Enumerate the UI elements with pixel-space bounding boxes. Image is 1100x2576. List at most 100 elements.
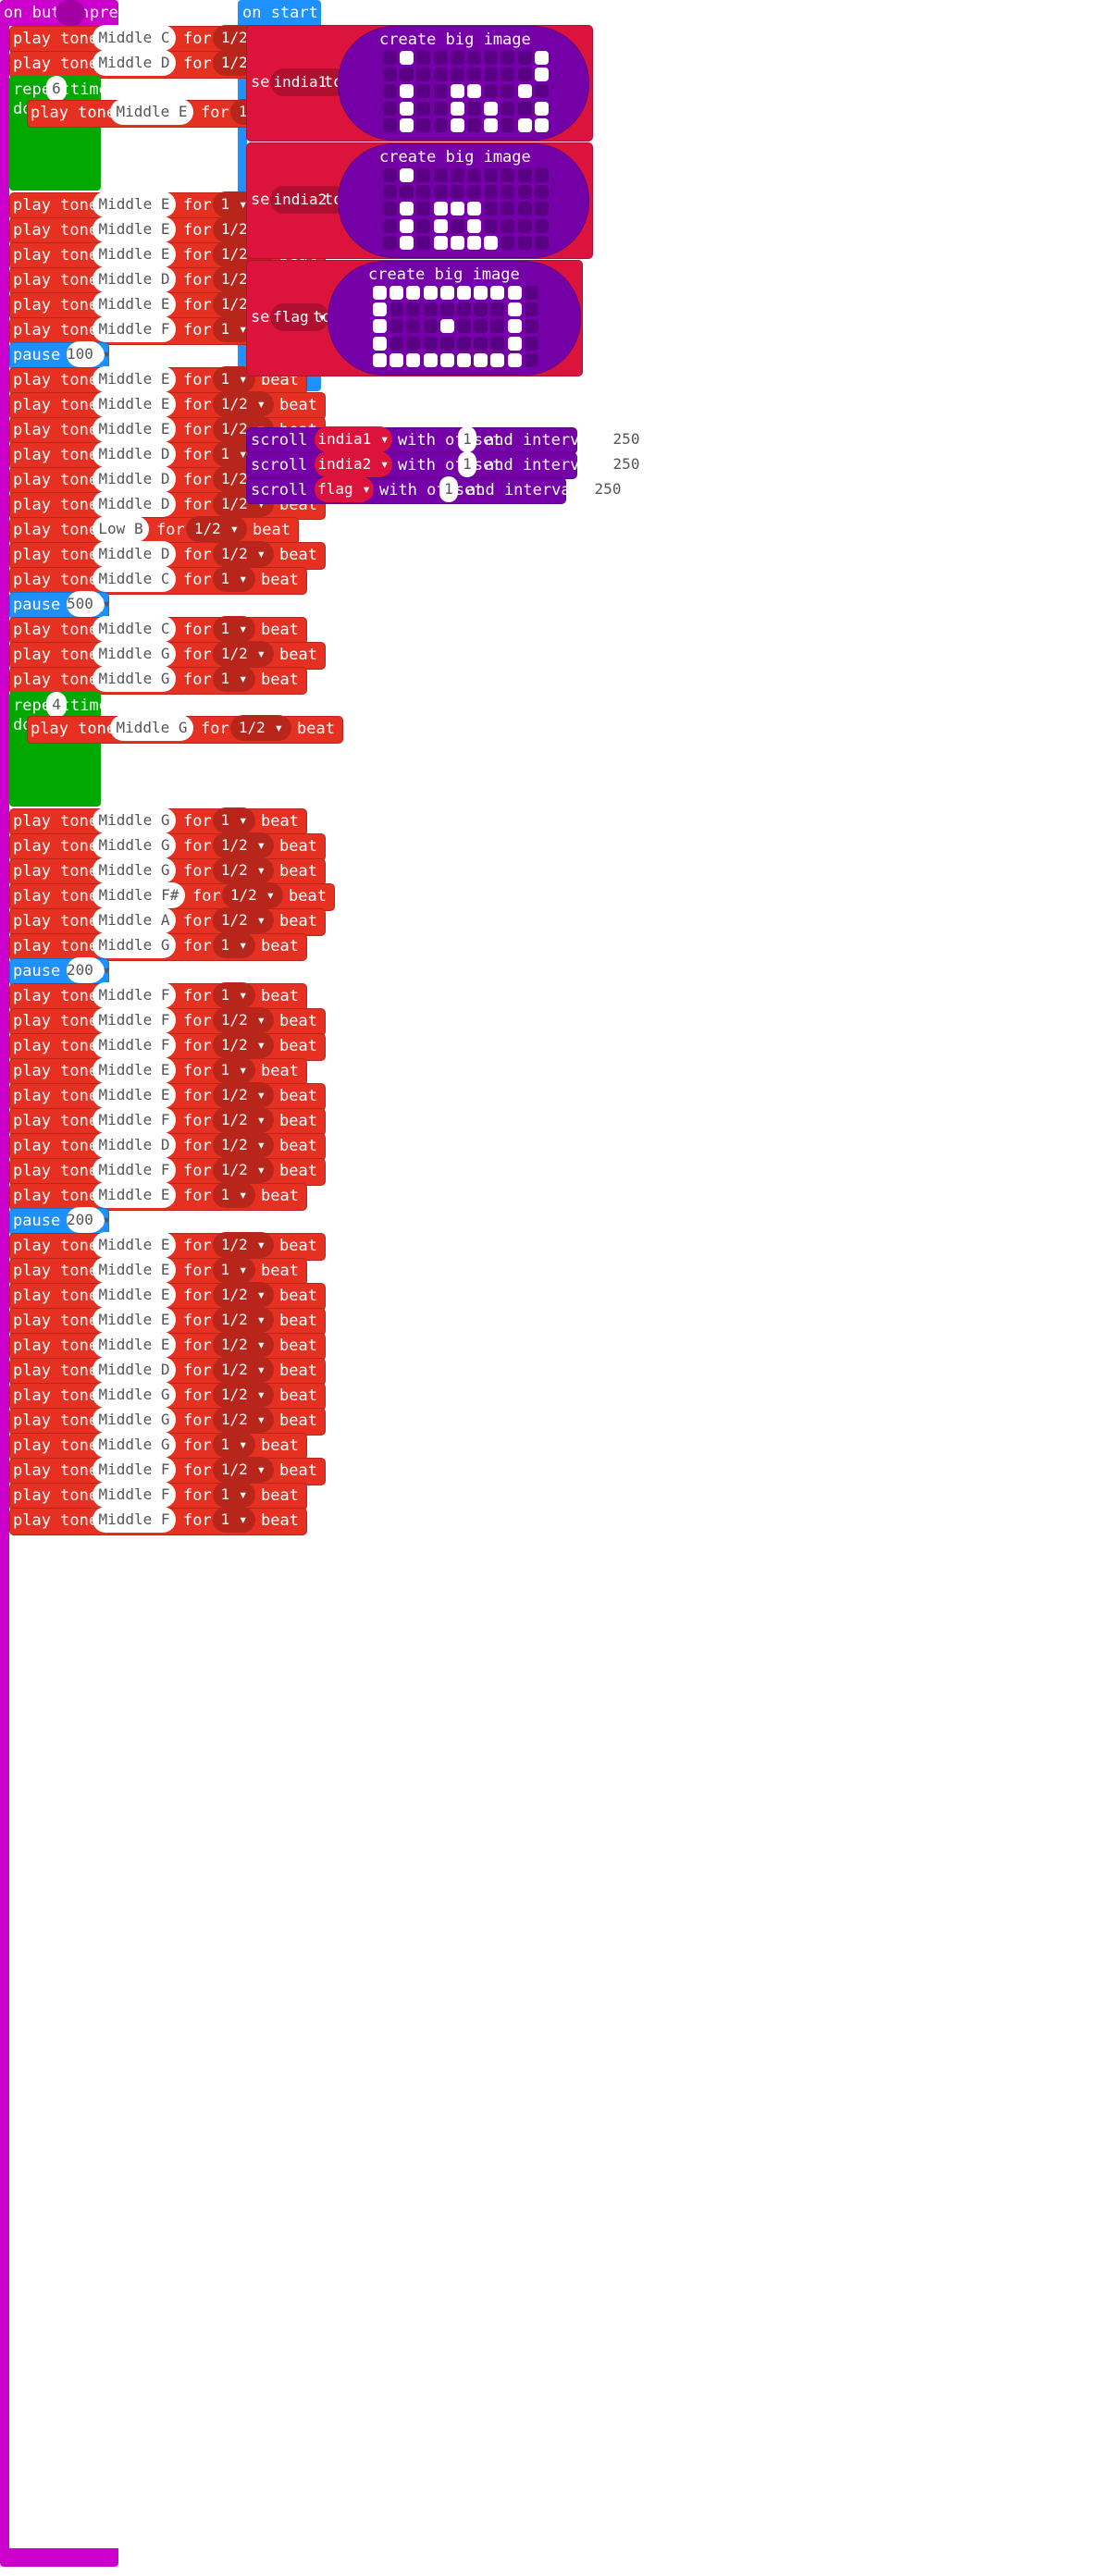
led-off[interactable] — [484, 68, 499, 82]
on-start-hat[interactable] — [238, 0, 321, 26]
led-off[interactable] — [501, 68, 515, 82]
led-on[interactable] — [484, 235, 499, 250]
led-off[interactable] — [467, 117, 481, 132]
led-off[interactable] — [383, 235, 397, 250]
led-off[interactable] — [484, 51, 499, 65]
led-off[interactable] — [416, 168, 431, 182]
note-field[interactable]: Middle A — [93, 907, 176, 933]
led-off[interactable] — [524, 319, 538, 334]
led-off[interactable] — [383, 218, 397, 233]
led-off[interactable] — [501, 185, 515, 200]
led-off[interactable] — [517, 168, 532, 182]
note-field[interactable]: Middle E — [93, 1082, 176, 1108]
led-on[interactable] — [439, 319, 454, 334]
led-off[interactable] — [467, 101, 481, 116]
button-dropdown[interactable]: A ▾ — [56, 0, 117, 47]
variable-dropdown[interactable]: india1 ▾ — [270, 68, 348, 96]
led-on[interactable] — [534, 117, 549, 132]
led-off[interactable] — [517, 68, 532, 82]
led-off[interactable] — [534, 185, 549, 200]
led-off[interactable] — [433, 168, 448, 182]
led-off[interactable] — [467, 68, 481, 82]
beat-dropdown[interactable]: 1/2 ▾ — [213, 541, 274, 567]
note-field[interactable]: Middle C — [93, 566, 176, 592]
variable-dropdown[interactable]: flag ▾ — [270, 303, 329, 331]
led-on[interactable] — [484, 117, 499, 132]
beat-dropdown[interactable]: 1 ▾ — [213, 1182, 255, 1208]
led-off[interactable] — [501, 51, 515, 65]
note-field[interactable]: Middle F — [93, 316, 176, 342]
pause-ms-field[interactable]: 500 ▾ — [67, 591, 111, 617]
led-off[interactable] — [517, 218, 532, 233]
beat-dropdown[interactable]: 1 ▾ — [213, 366, 255, 392]
note-field[interactable]: Middle D — [93, 266, 176, 292]
beat-dropdown[interactable]: 1/2 ▾ — [213, 1332, 274, 1358]
led-on[interactable] — [457, 286, 471, 300]
led-on[interactable] — [507, 336, 522, 351]
beat-dropdown[interactable]: 1/2 ▾ — [186, 516, 247, 542]
led-off[interactable] — [383, 68, 397, 82]
beat-dropdown[interactable]: 1 ▾ — [213, 1257, 255, 1283]
note-field[interactable]: Middle E — [93, 1182, 176, 1208]
led-on[interactable] — [450, 84, 464, 99]
note-field[interactable]: Middle E — [93, 1257, 176, 1283]
note-field[interactable]: Middle G — [110, 715, 193, 741]
led-off[interactable] — [474, 319, 488, 334]
led-on[interactable] — [534, 68, 549, 82]
note-field[interactable]: Middle D — [93, 466, 176, 492]
beat-dropdown[interactable]: 1/2 ▾ — [213, 1382, 274, 1408]
led-on[interactable] — [433, 218, 448, 233]
beat-dropdown[interactable]: 1/2 ▾ — [213, 391, 274, 417]
beat-dropdown[interactable]: 1 ▾ — [213, 1057, 255, 1083]
note-field[interactable]: Middle E — [93, 291, 176, 317]
note-field[interactable]: Middle C — [93, 616, 176, 642]
led-off[interactable] — [383, 168, 397, 182]
led-off[interactable] — [450, 168, 464, 182]
led-off[interactable] — [450, 185, 464, 200]
note-field[interactable]: Middle F# — [93, 882, 185, 908]
beat-dropdown[interactable]: 1/2 ▾ — [230, 715, 291, 741]
led-off[interactable] — [534, 168, 549, 182]
note-field[interactable]: Middle F — [93, 1457, 176, 1483]
led-on[interactable] — [389, 286, 404, 300]
note-field[interactable]: Middle G — [93, 1382, 176, 1408]
led-off[interactable] — [416, 235, 431, 250]
offset-field[interactable]: 1 — [458, 451, 476, 477]
led-on[interactable] — [400, 218, 414, 233]
led-on[interactable] — [400, 51, 414, 65]
led-off[interactable] — [433, 117, 448, 132]
note-field[interactable]: Middle D — [93, 50, 176, 76]
led-off[interactable] — [490, 302, 505, 317]
led-off[interactable] — [501, 84, 515, 99]
led-on[interactable] — [423, 286, 438, 300]
led-off[interactable] — [400, 185, 414, 200]
led-on[interactable] — [400, 117, 414, 132]
led-off[interactable] — [474, 302, 488, 317]
led-on[interactable] — [474, 286, 488, 300]
interval-field[interactable]: 250 — [594, 476, 622, 502]
led-off[interactable] — [534, 84, 549, 99]
note-field[interactable]: Middle E — [93, 1232, 176, 1258]
beat-dropdown[interactable]: 1 ▾ — [213, 1482, 255, 1508]
led-on[interactable] — [373, 302, 387, 317]
note-field[interactable]: Middle E — [110, 99, 193, 125]
led-off[interactable] — [524, 286, 538, 300]
led-on[interactable] — [490, 352, 505, 367]
led-on[interactable] — [389, 352, 404, 367]
note-field[interactable]: Middle E — [93, 1332, 176, 1358]
led-off[interactable] — [433, 68, 448, 82]
led-on[interactable] — [507, 302, 522, 317]
led-off[interactable] — [450, 218, 464, 233]
beat-dropdown[interactable]: 1/2 ▾ — [213, 1457, 274, 1483]
led-off[interactable] — [416, 117, 431, 132]
led-off[interactable] — [450, 51, 464, 65]
note-field[interactable]: Middle D — [93, 541, 176, 567]
led-on[interactable] — [534, 101, 549, 116]
led-on[interactable] — [507, 286, 522, 300]
note-field[interactable]: Middle E — [93, 1307, 176, 1333]
led-off[interactable] — [439, 336, 454, 351]
note-field[interactable]: Middle D — [93, 1132, 176, 1158]
note-field[interactable]: Middle G — [93, 641, 176, 667]
beat-dropdown[interactable]: 1/2 ▾ — [213, 1407, 274, 1433]
